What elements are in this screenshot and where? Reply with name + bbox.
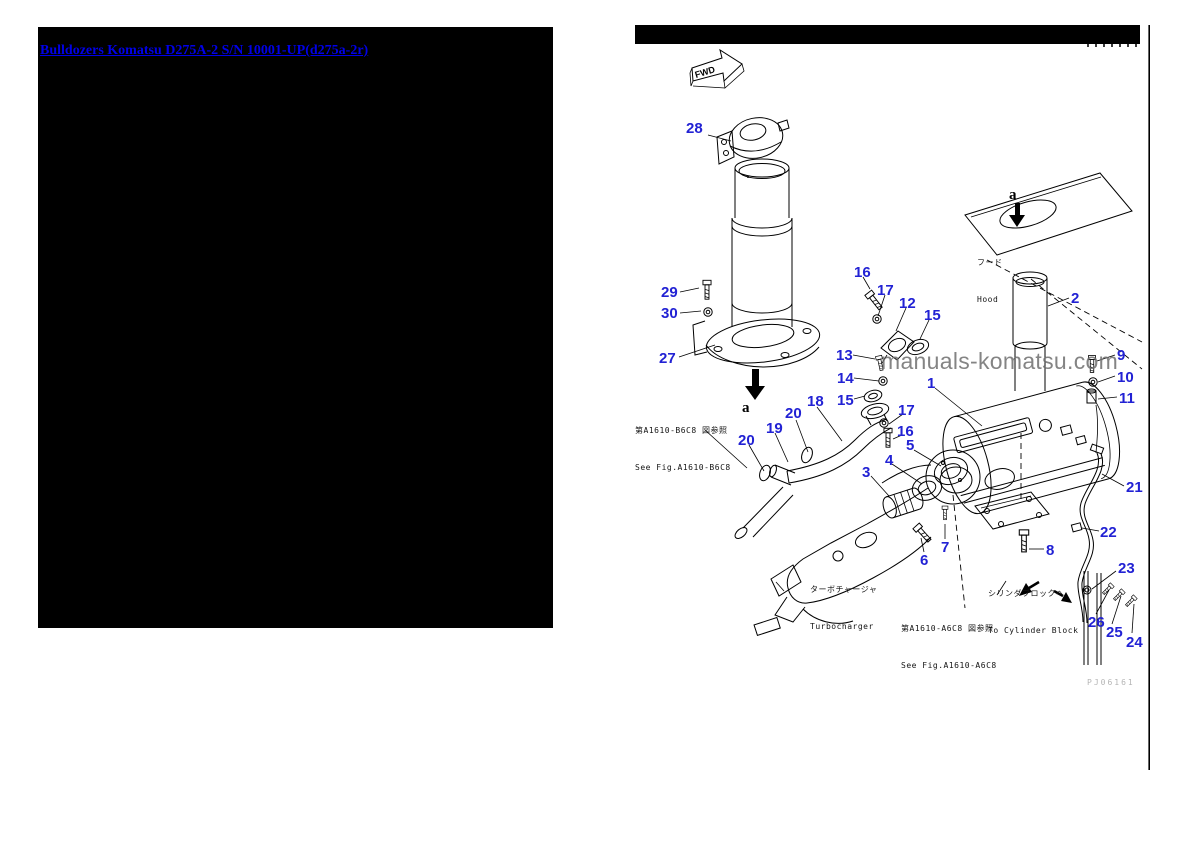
part-callout: 19 bbox=[766, 420, 783, 437]
fwd-arrow-icon: FWD bbox=[689, 48, 745, 89]
part-callout: 15 bbox=[837, 392, 854, 409]
part-callout: 6 bbox=[920, 552, 929, 569]
part-callout: 24 bbox=[1126, 634, 1143, 651]
leader-lines bbox=[678, 134, 1135, 634]
parts-diagram-page: FWD bbox=[635, 25, 1151, 770]
part-callout: 15 bbox=[924, 307, 941, 324]
note-line-jp: シリンダブロックへ bbox=[988, 588, 1065, 598]
exhaust-pipe-part bbox=[692, 158, 821, 368]
connector-parts bbox=[882, 456, 969, 545]
diagram-note: 第A1610-A6C8 図参照 See Fig.A1610-A6C8 bbox=[901, 598, 997, 697]
part-callout: 25 bbox=[1106, 624, 1123, 641]
part-callout: 5 bbox=[906, 437, 915, 454]
ref-letter: a bbox=[742, 400, 750, 416]
elbow-bracket-parts bbox=[863, 289, 930, 403]
part-callout: 20 bbox=[738, 432, 755, 449]
part-callout: 20 bbox=[785, 405, 802, 422]
viewer-black-panel: Bulldozers Komatsu D275A-2 S/N 10001-UP(… bbox=[38, 27, 553, 628]
page-right-border bbox=[1148, 25, 1150, 770]
part-callout: 29 bbox=[661, 284, 678, 301]
tube-assembly bbox=[1070, 443, 1138, 665]
note-line-en: Turbocharger bbox=[810, 621, 874, 631]
rain-cap-part bbox=[716, 117, 790, 165]
diagram-note: ターボチャージャ Turbocharger bbox=[810, 559, 877, 658]
top-bar-tick-marks bbox=[1087, 44, 1137, 47]
note-line-jp: フード bbox=[977, 257, 1003, 267]
ref-letter: a bbox=[1009, 187, 1017, 203]
part-callout: 22 bbox=[1100, 524, 1117, 541]
part-callout: 30 bbox=[661, 305, 678, 322]
part-callout: 28 bbox=[686, 120, 703, 137]
hood-ref-arrow-icon bbox=[1009, 203, 1025, 227]
down-arrow-icon bbox=[745, 369, 765, 400]
page-top-bar bbox=[635, 25, 1140, 44]
fastener-parts-9-10-11 bbox=[1086, 355, 1098, 454]
part-callout: 14 bbox=[837, 370, 854, 387]
part-callout: 4 bbox=[885, 452, 894, 469]
part-callout: 10 bbox=[1117, 369, 1134, 386]
cylinder-block-arrows bbox=[1019, 580, 1072, 603]
part-callout: 27 bbox=[659, 350, 676, 367]
part-callout: 1 bbox=[927, 375, 936, 392]
catalog-link[interactable]: Bulldozers Komatsu D275A-2 S/N 10001-UP(… bbox=[40, 43, 369, 58]
note-line-en: See Fig.A1610-A6C8 bbox=[901, 660, 997, 670]
diagram-note: フード Hood bbox=[977, 232, 1030, 331]
part-callout: 16 bbox=[854, 264, 871, 281]
parts-diagram-svg: FWD bbox=[635, 25, 1150, 770]
part-callout: 11 bbox=[1119, 390, 1135, 407]
turbocharger-part bbox=[734, 449, 981, 637]
note-line-en: See Fig.A1610-B6C8 bbox=[635, 462, 731, 472]
part-callout: 9 bbox=[1117, 347, 1126, 364]
part-callout: 26 bbox=[1088, 614, 1105, 631]
note-line-en: To Cylinder Block bbox=[988, 625, 1079, 635]
note-line-jp: 第A1610-A6C8 図参照 bbox=[901, 623, 994, 633]
note-line-jp: 第A1610-B6C8 図参照 bbox=[635, 425, 728, 435]
air-cleaner-body bbox=[942, 381, 1121, 515]
part-callout: 16 bbox=[897, 423, 914, 440]
part-callout: 7 bbox=[941, 539, 950, 556]
hose-assembly bbox=[759, 402, 893, 486]
mount-plate-part bbox=[952, 433, 1050, 609]
part-callout: 12 bbox=[899, 295, 916, 312]
part-callout: 17 bbox=[898, 402, 915, 419]
part-callout: 13 bbox=[836, 347, 853, 364]
drawing-code: PJ06161 bbox=[1087, 678, 1135, 687]
inlet-pipe-part bbox=[1012, 271, 1048, 391]
diagram-note: シリンダブロックへ To Cylinder Block bbox=[988, 563, 1078, 662]
note-line-en: Hood bbox=[977, 294, 999, 304]
note-line-jp: ターボチャージャ bbox=[810, 584, 878, 594]
part-callout: 21 bbox=[1126, 479, 1143, 496]
part-callout: 2 bbox=[1071, 290, 1080, 307]
watermark-text: manuals-komatsu.com bbox=[881, 348, 1119, 374]
diagram-note: 第A1610-B6C8 図参照 See Fig.A1610-B6C8 bbox=[635, 400, 731, 499]
hood-frame bbox=[964, 172, 1143, 370]
part-callout: 18 bbox=[807, 393, 824, 410]
part-callout: 3 bbox=[862, 464, 871, 481]
part-callout: 8 bbox=[1046, 542, 1055, 559]
part-callout: 17 bbox=[877, 282, 894, 299]
part-callout: 23 bbox=[1118, 560, 1135, 577]
